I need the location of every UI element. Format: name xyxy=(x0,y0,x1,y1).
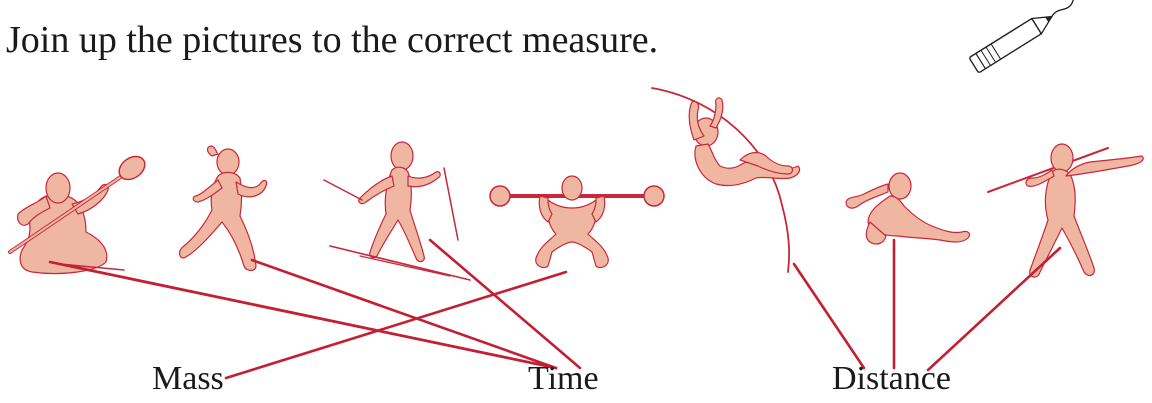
answer-lines xyxy=(50,240,1060,378)
measure-label-mass: Mass xyxy=(152,360,224,398)
line-polevault-to-distance xyxy=(794,264,864,368)
measure-label-distance: Distance xyxy=(832,360,951,398)
runner-picture xyxy=(180,146,267,271)
javelin-thrower-picture xyxy=(988,144,1143,277)
line-javelin-to-distance xyxy=(928,248,1060,370)
line-weightlifter-to-mass xyxy=(226,272,566,378)
pole-vaulter-picture xyxy=(652,88,800,272)
long-jumper-picture xyxy=(846,173,970,244)
pencil-icon xyxy=(969,0,1097,73)
kayaker-picture xyxy=(10,152,149,274)
measure-label-time: Time xyxy=(528,360,599,398)
skier-picture xyxy=(324,142,470,280)
weightlifter-picture xyxy=(490,176,664,268)
